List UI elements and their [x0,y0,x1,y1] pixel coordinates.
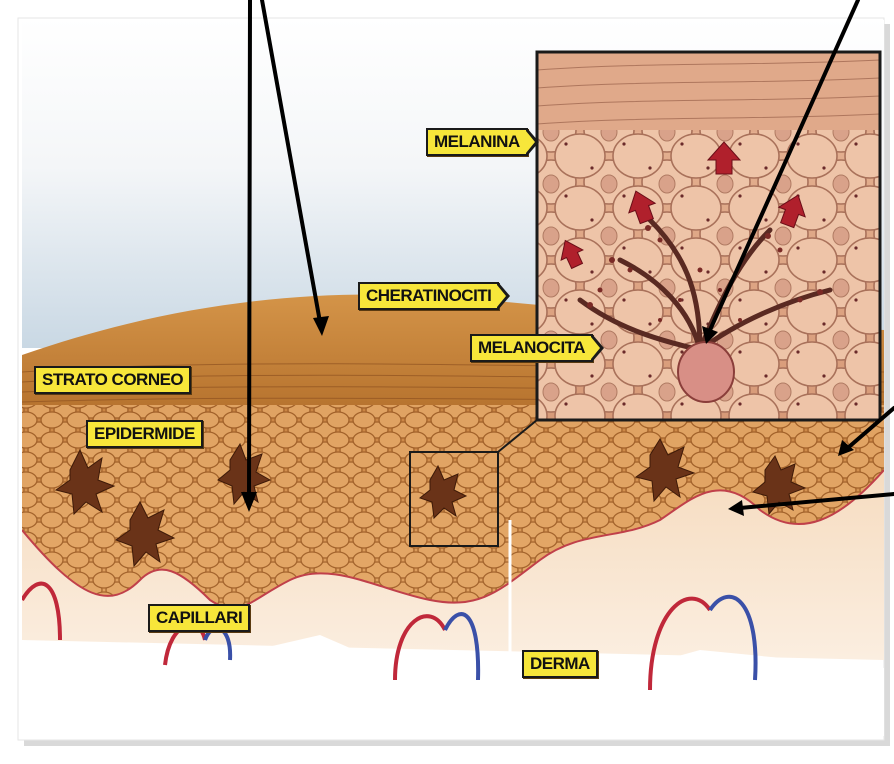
label-strato-corneo-text: STRATO CORNEO [34,366,191,394]
pointer-line-1 [249,0,250,498]
inset-magnified-view [537,52,880,420]
label-strato-corneo: STRATO CORNEO [34,366,191,394]
label-capillari-text: CAPILLARI [148,604,250,632]
label-epidermide: EPIDERMIDE [86,420,203,448]
label-melanocita: MELANOCITA [470,334,604,362]
label-melanina: MELANINA [426,128,539,156]
label-derma-text: DERMA [522,650,598,678]
inset-melanocyte-body [678,342,734,402]
label-capillari: CAPILLARI [148,604,250,632]
label-cheratinociti: CHERATINOCITI [358,282,510,310]
label-cheratinociti-text: CHERATINOCITI [358,282,499,310]
label-epidermide-text: EPIDERMIDE [86,420,203,448]
label-melanina-text: MELANINA [426,128,528,156]
label-melanina-pointer [527,128,539,156]
label-derma: DERMA [522,650,598,678]
label-melanocita-pointer [592,334,604,362]
label-melanocita-text: MELANOCITA [470,334,593,362]
label-cheratinociti-pointer [498,282,510,310]
